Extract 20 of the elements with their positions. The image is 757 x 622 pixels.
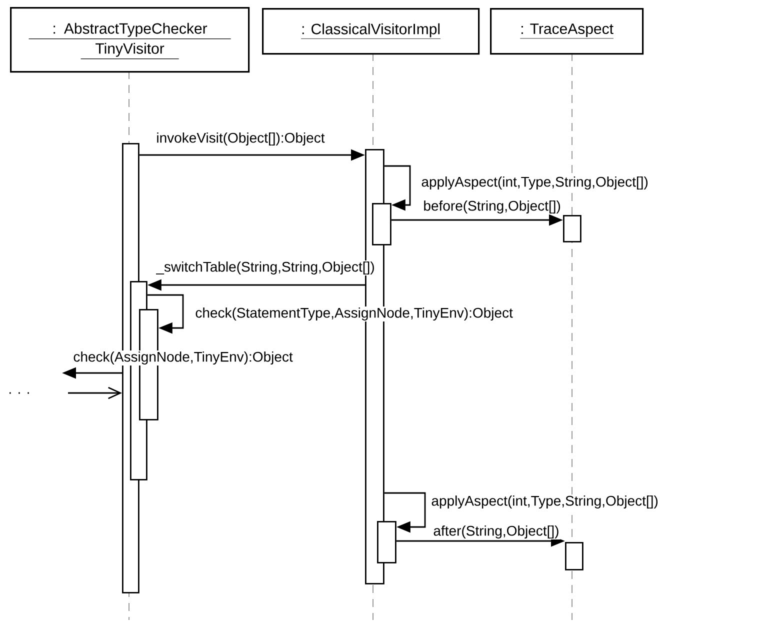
message-arrow xyxy=(384,492,426,533)
message-arrow xyxy=(147,294,184,334)
object-box: : ClassicalVisitorImpl xyxy=(262,8,480,55)
object-box: : AbstractTypeChecker TinyVisitor xyxy=(10,7,250,73)
continuation-dots: . . . xyxy=(10,392,29,394)
message-label: applyAspect(int,Type,String,Object[]) xyxy=(430,494,660,510)
activation-bar xyxy=(565,542,584,570)
activation-bar xyxy=(377,521,396,564)
message-label: invokeVisit(Object[]):Object xyxy=(155,131,326,147)
message-label: before(String,Object[]) xyxy=(422,199,562,215)
message-label: applyAspect(int,Type,String,Object[]) xyxy=(420,175,650,191)
message-label: check(AssignNode,TinyEnv):Object xyxy=(72,350,294,366)
message-label: after(String,Object[]) xyxy=(432,524,560,540)
object-box: : TraceAspect xyxy=(490,8,644,55)
activation-bar xyxy=(563,215,582,242)
message-label: _switchTable(String,String,Object[]) xyxy=(155,260,376,276)
message-arrow xyxy=(68,386,122,400)
message-arrow xyxy=(384,165,411,211)
message-label: check(StatementType,AssignNode,TinyEnv):Object xyxy=(194,306,514,322)
activation-bar xyxy=(372,203,392,246)
